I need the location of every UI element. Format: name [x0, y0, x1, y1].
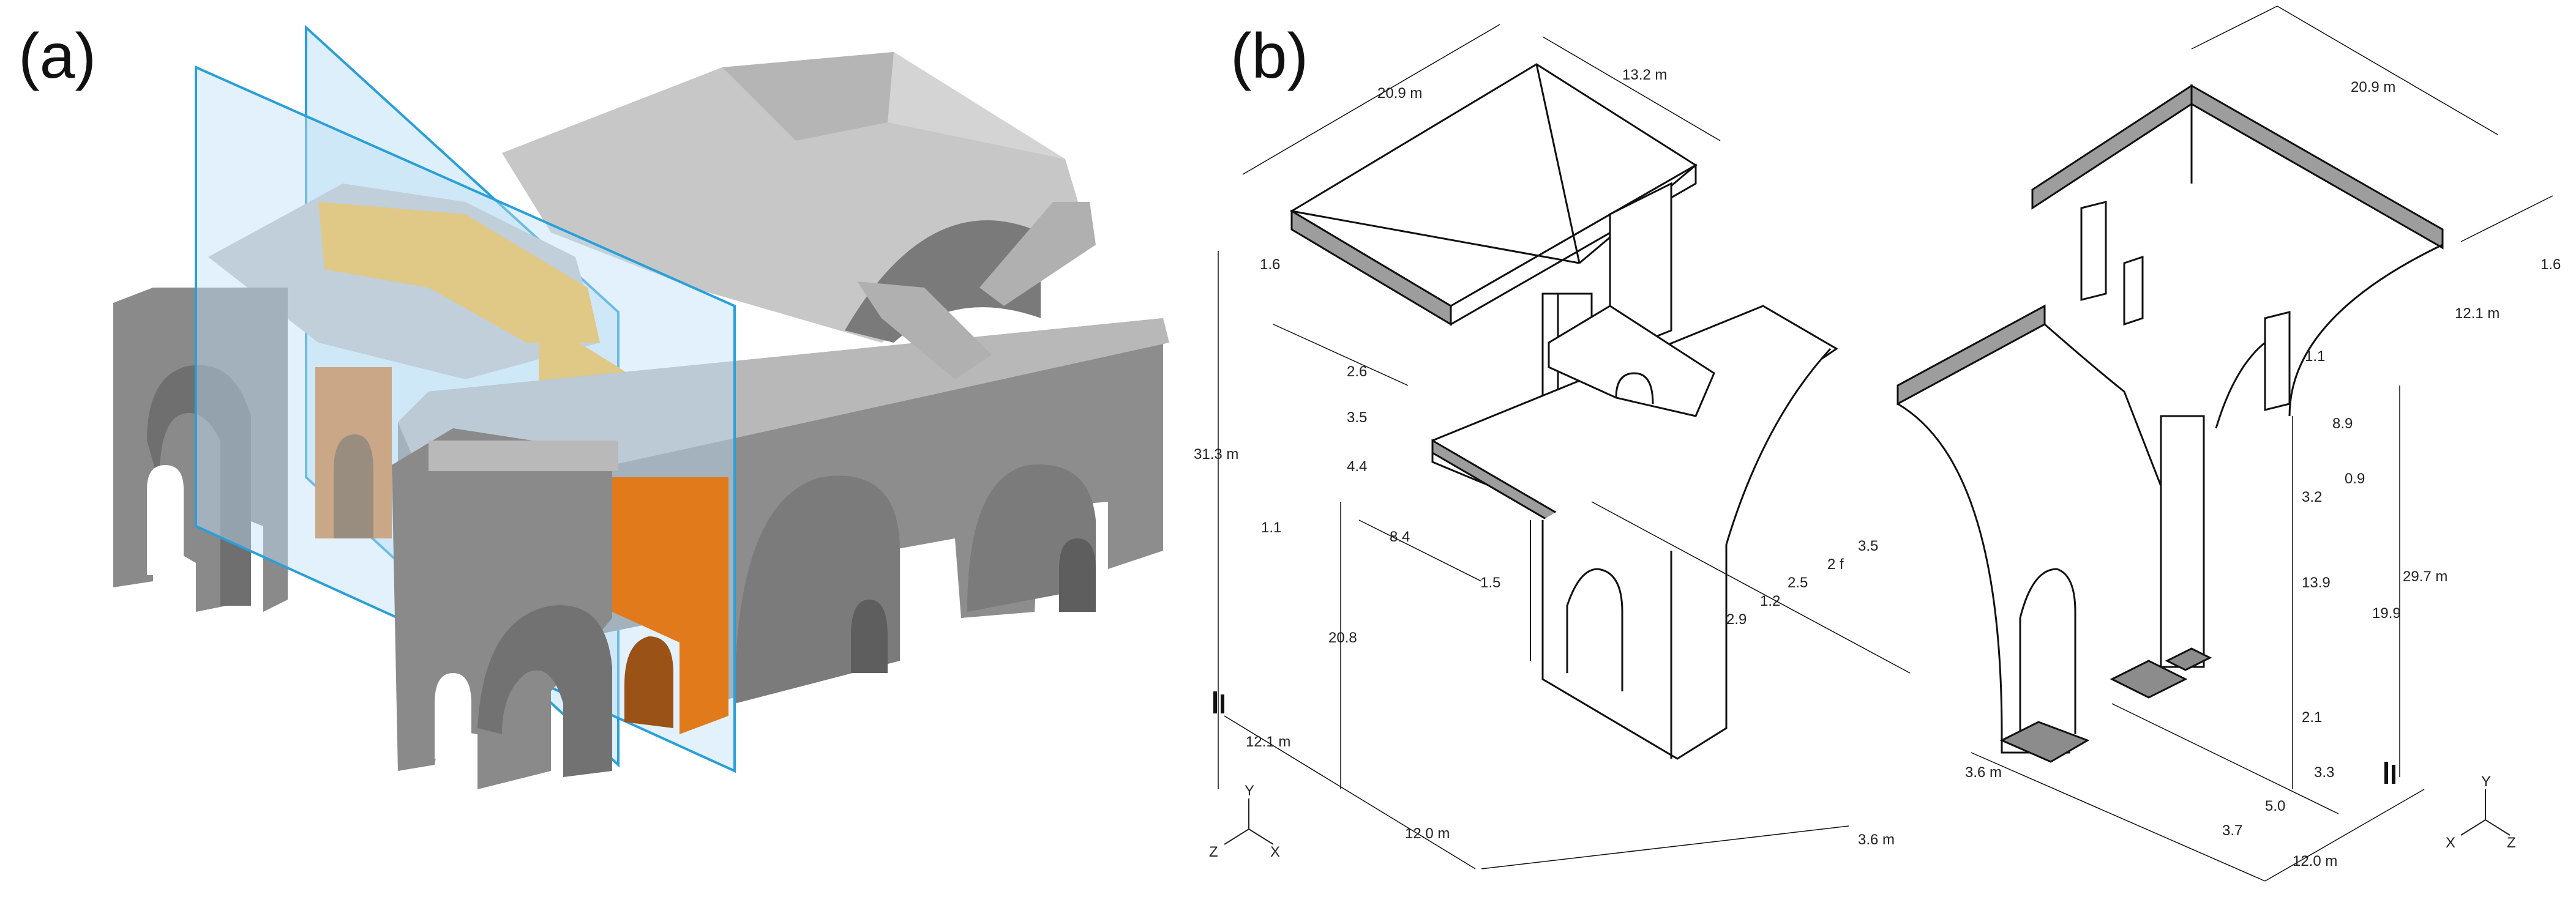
dim-26: 2.6	[1347, 363, 1367, 380]
dim-29: 2.9	[1726, 611, 1747, 628]
dim-15: 1.5	[1480, 575, 1500, 591]
dim-84: 8.4	[1390, 529, 1410, 545]
axis-x-label: X	[1270, 844, 1280, 860]
door-opening	[851, 600, 888, 673]
dim-top-depth: 13.2 m	[1622, 67, 1667, 83]
dim-44: 4.4	[1347, 458, 1367, 475]
scale-figures-right	[2384, 762, 2395, 784]
wall-strip	[2264, 311, 2291, 411]
dim-top-width: 20.9 m	[1377, 85, 1422, 102]
buttress	[857, 281, 992, 379]
dim-208: 20.8	[1328, 630, 1357, 646]
arch-opening	[1566, 568, 1623, 691]
axis-y-label: Y	[1245, 783, 1254, 799]
axis-indicator-right	[2460, 789, 2510, 836]
buttress-block	[1548, 305, 1715, 417]
dim-37: 3.7	[2222, 822, 2242, 839]
dim-25: 2.5	[1788, 575, 1808, 591]
roof-slab-edge	[2031, 84, 2193, 210]
buttress-arch	[1615, 372, 1654, 404]
vault-crease	[1535, 64, 1581, 264]
axis-y-label: Y	[2481, 773, 2491, 790]
dim-12: 1.2	[1760, 593, 1780, 609]
highlighted-vault	[318, 202, 600, 343]
roof-facet	[722, 52, 894, 141]
pier-curve	[2044, 323, 2168, 502]
dim-pier: 3.6 m	[1858, 832, 1895, 848]
dim-pier: 3.6 m	[1965, 764, 2002, 781]
section-drawing-left	[1218, 24, 1911, 869]
dim-depth: 12.1 m	[2455, 305, 2499, 322]
dim-total-height: 29.7 m	[2403, 568, 2447, 585]
vault-curve	[2288, 244, 2443, 417]
dim-139: 13.9	[2302, 575, 2331, 591]
dim-35b: 3.5	[1858, 538, 1878, 554]
vault-crease	[1291, 210, 1580, 264]
axis-indicator-left	[1224, 798, 1274, 845]
wall-strip	[2080, 201, 2107, 301]
dim-21: 2.1	[2302, 709, 2322, 726]
dim-total-height: 31.3 m	[1194, 446, 1238, 463]
door-opening	[147, 465, 184, 575]
dim-11: 1.1	[2305, 348, 2325, 365]
door-opening	[624, 636, 673, 728]
dim-32: 3.2	[2302, 489, 2322, 505]
dim-50: 5.0	[2265, 798, 2285, 814]
arch-opening	[477, 605, 612, 777]
dim-slab: 1.6	[1260, 256, 1280, 273]
vault-curve	[2215, 341, 2266, 429]
dim-slab: 1.6	[2540, 256, 2561, 273]
dim-33: 3.3	[2314, 764, 2334, 781]
pier-footprint	[2110, 660, 2188, 699]
dim-11: 1.1	[1261, 519, 1281, 536]
roof-facet	[888, 52, 1065, 159]
panel-label-a: (a)	[18, 21, 97, 92]
pier-footprint	[1999, 721, 2090, 763]
section-drawing-right	[1896, 6, 2553, 882]
dim-35: 3.5	[1347, 409, 1367, 426]
dim-bottom-width: 12.0 m	[2293, 853, 2337, 869]
pier-footprint	[2165, 647, 2212, 671]
axis-z-label: Z	[2507, 835, 2516, 851]
dim-top-width: 20.9 m	[2351, 79, 2395, 95]
panel-label-b: (b)	[1230, 21, 1309, 92]
dim-89: 8.9	[2332, 415, 2353, 432]
axis-x-label: X	[2446, 835, 2455, 851]
door-opening	[334, 434, 373, 538]
dim-09: 0.9	[2345, 471, 2365, 487]
highlighted-cut-face	[612, 477, 728, 734]
dim-bottom-depth: 12.1 m	[1246, 734, 1290, 750]
upper-slab-edge	[1896, 304, 2046, 406]
central-column	[2160, 415, 2205, 668]
arch-opening	[2019, 568, 2076, 734]
right-dimensions: 20.9 m 1.6 12.1 m 1.1 8.9 0.9 3.2 13.9 1…	[1965, 79, 2561, 869]
scale-figures-left	[1213, 691, 1224, 713]
roof-slab-edge	[2190, 84, 2444, 250]
buttress	[979, 202, 1096, 306]
dim-199: 19.9	[2372, 605, 2401, 622]
arch-opening	[147, 365, 251, 606]
dim-bottom-width: 12.0 m	[1405, 825, 1450, 842]
door-opening	[1059, 538, 1096, 612]
wall-strip	[2123, 255, 2144, 326]
door-opening	[435, 673, 471, 759]
dim-2f: 2 f	[1827, 556, 1844, 573]
panel-a-model	[113, 24, 1169, 789]
wall-top	[429, 441, 618, 471]
axis-z-label: Z	[1209, 844, 1218, 860]
left-dimensions: 20.9 m 13.2 m 1.6 31.3 m 2.6 3.5 4.4 1.1…	[1194, 67, 1895, 848]
